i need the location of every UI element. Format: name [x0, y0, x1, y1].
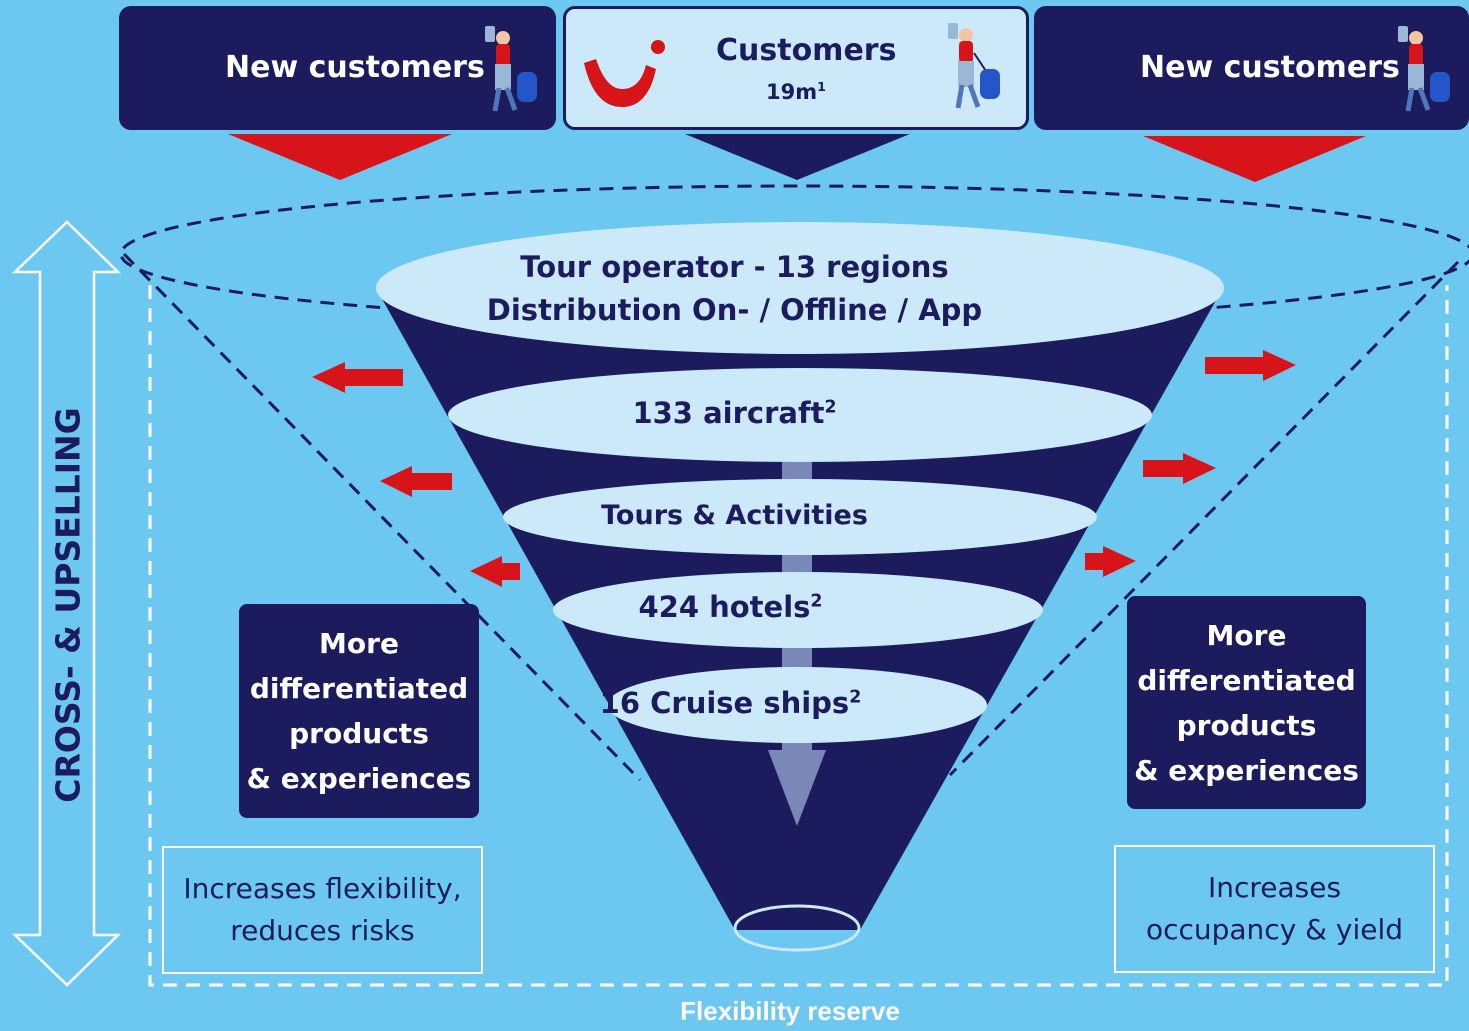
- right-products-panel: More differentiated products & experienc…: [1127, 596, 1366, 809]
- traveler-icon: [485, 26, 537, 112]
- left-down-triangle: [228, 134, 452, 180]
- panel-line: More: [319, 627, 399, 660]
- panel-line: & experiences: [1134, 753, 1359, 787]
- customers-label: Customers: [716, 33, 897, 68]
- left-flexibility-note: Increases flexibility, reduces risks: [162, 846, 483, 974]
- panel-line: differentiated: [249, 672, 469, 705]
- funnel-bottom-ellipse: [733, 904, 861, 952]
- cross-upselling-double-arrow: [11, 220, 122, 987]
- right-occupancy-note: Increases occupancy & yield: [1114, 845, 1435, 973]
- panel-line: More: [1206, 618, 1287, 652]
- flexibility-reserve-frame: [148, 285, 1449, 987]
- new-customers-label: New customers: [225, 50, 485, 85]
- note-line: reduces risks: [230, 914, 415, 947]
- ellipse-tour-operator: [376, 222, 1224, 354]
- flexibility-reserve-label: Flexibility reserve: [680, 996, 900, 1026]
- customers-box: Customers 19m1: [563, 6, 1029, 130]
- note-line: Increases: [1207, 871, 1342, 904]
- funnel-level-tours: Tours & Activities: [601, 500, 868, 531]
- traveler-icon: [1398, 26, 1450, 112]
- note-line: Increases flexibility,: [183, 872, 462, 905]
- funnel-arrow-head: [768, 750, 826, 826]
- cross-upselling-label: CROSS- & UPSELLING: [48, 407, 88, 803]
- tui-logo-icon: [584, 40, 665, 107]
- funnel-level-distribution: Distribution On- / Offline / App: [486, 293, 983, 327]
- customers-count: 19m1: [766, 79, 826, 104]
- right-red-arrows: [1085, 350, 1296, 577]
- left-dashed-diagonal: [122, 252, 642, 782]
- funnel-level-cruise: 16 Cruise ships2: [599, 686, 862, 720]
- ellipse-aircraft: [448, 368, 1152, 462]
- funnel-level-hotels: 424 hotels2: [638, 590, 823, 624]
- funnel-level-tour-operator: Tour operator - 13 regions: [520, 250, 949, 284]
- funnel-level-aircraft: 133 aircraft2: [632, 396, 837, 430]
- new-customers-box-left: New customers: [119, 6, 556, 130]
- right-dashed-diagonal: [948, 260, 1460, 777]
- left-red-arrows: [312, 362, 520, 587]
- center-down-triangle: [685, 134, 910, 180]
- note-line: occupancy & yield: [1145, 913, 1404, 946]
- new-customers-box-right: New customers: [1034, 6, 1469, 130]
- traveler-icon: [948, 23, 1000, 109]
- ellipse-cruise: [607, 667, 987, 743]
- outer-dashed-ellipse: [119, 184, 1469, 324]
- left-products-panel: More differentiated products & experienc…: [239, 604, 479, 818]
- right-down-triangle: [1143, 136, 1366, 182]
- panel-line: products: [289, 717, 429, 750]
- ellipse-hotels: [553, 572, 1043, 648]
- new-customers-label: New customers: [1140, 50, 1400, 85]
- panel-line: differentiated: [1137, 663, 1356, 697]
- panel-line: & experiences: [246, 762, 472, 795]
- ellipse-tours: [503, 479, 1097, 555]
- panel-line: products: [1176, 708, 1317, 742]
